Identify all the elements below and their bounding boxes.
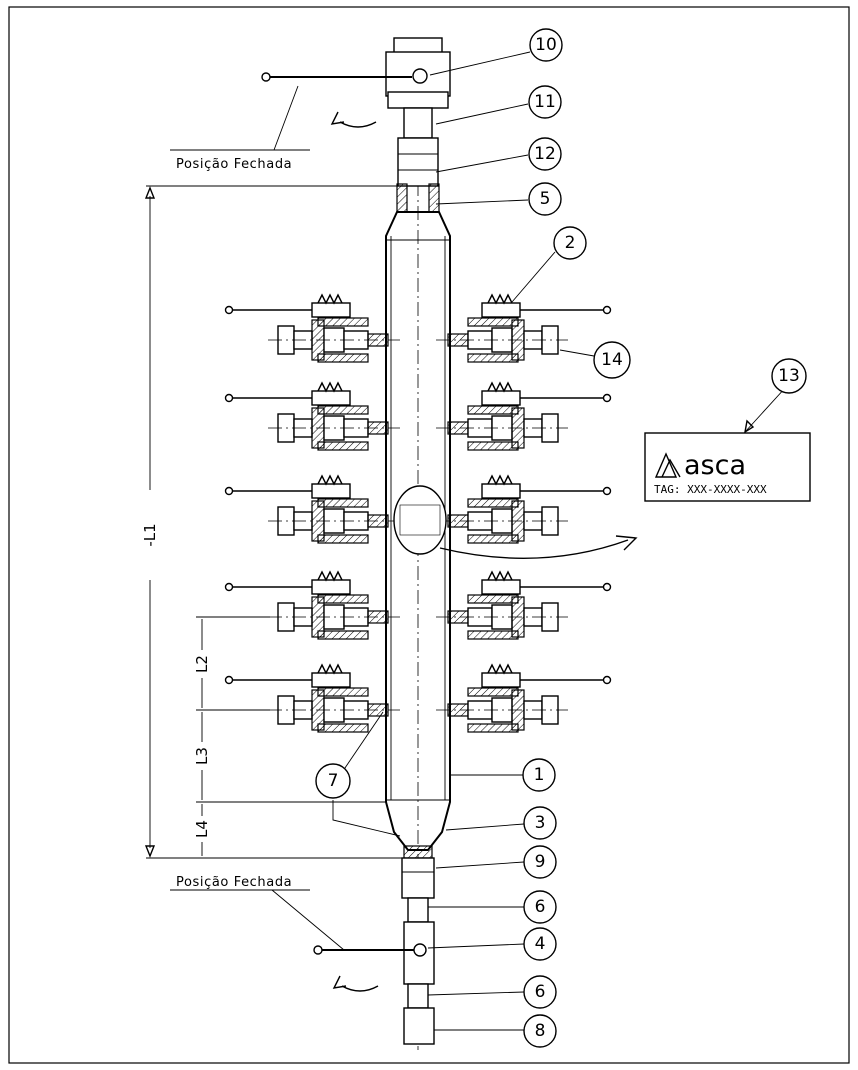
valve-row-4 bbox=[224, 571, 612, 640]
svg-text:9: 9 bbox=[535, 852, 546, 872]
bottom-closed-position-note: Posição Fechada bbox=[176, 875, 292, 890]
asca-logo-icon bbox=[654, 452, 681, 478]
dimension-lines bbox=[144, 185, 404, 859]
svg-text:1: 1 bbox=[534, 765, 545, 785]
svg-text:13: 13 bbox=[778, 366, 800, 386]
bottom-plug bbox=[403, 1007, 435, 1045]
svg-text:4: 4 bbox=[535, 934, 546, 954]
balloon-11: 11 bbox=[528, 85, 562, 119]
balloon-13: 13 bbox=[771, 358, 807, 394]
svg-text:3: 3 bbox=[535, 813, 546, 833]
balloon-14: 14 bbox=[593, 341, 631, 379]
svg-text:2: 2 bbox=[565, 233, 576, 253]
svg-text:10: 10 bbox=[535, 35, 557, 55]
svg-text:12: 12 bbox=[534, 144, 556, 164]
balloon-8: 8 bbox=[523, 1014, 557, 1048]
drawing-frame bbox=[8, 6, 850, 1064]
balloon-1: 1 bbox=[522, 758, 556, 792]
svg-text:11: 11 bbox=[534, 92, 556, 112]
body-label-detail bbox=[393, 485, 638, 559]
balloon-10: 10 bbox=[529, 28, 563, 62]
svg-text:6: 6 bbox=[535, 897, 546, 917]
svg-text:7: 7 bbox=[328, 771, 339, 791]
balloon-6-lower: 6 bbox=[523, 975, 557, 1009]
bottom-ball-valve bbox=[313, 921, 435, 992]
dim-l1: -L1 bbox=[141, 523, 159, 546]
top-connector bbox=[397, 137, 439, 187]
balloon-2: 2 bbox=[553, 226, 587, 260]
dim-l3: L3 bbox=[193, 747, 211, 765]
nameplate: asca TAG: XXX-XXXX-XXX bbox=[644, 432, 811, 502]
svg-text:6: 6 bbox=[535, 982, 546, 1002]
bottom-connector bbox=[401, 857, 435, 899]
balloon-9: 9 bbox=[523, 845, 557, 879]
balloon-4: 4 bbox=[523, 927, 557, 961]
top-ball-valve bbox=[261, 37, 451, 139]
nameplate-tag: TAG: XXX-XXXX-XXX bbox=[654, 483, 767, 496]
svg-text:8: 8 bbox=[535, 1021, 546, 1041]
top-closed-position-note: Posição Fechada bbox=[176, 157, 292, 172]
main-chamber-body bbox=[385, 183, 451, 859]
balloon-6-upper: 6 bbox=[523, 890, 557, 924]
nameplate-brand: asca bbox=[684, 450, 746, 481]
balloon-3: 3 bbox=[523, 806, 557, 840]
balloon-12: 12 bbox=[528, 137, 562, 171]
dim-l2: L2 bbox=[193, 655, 211, 673]
dim-l4: L4 bbox=[193, 820, 211, 838]
balloon-7: 7 bbox=[315, 763, 351, 799]
balloon-5: 5 bbox=[528, 182, 562, 216]
svg-text:14: 14 bbox=[601, 350, 623, 370]
svg-text:5: 5 bbox=[540, 189, 551, 209]
